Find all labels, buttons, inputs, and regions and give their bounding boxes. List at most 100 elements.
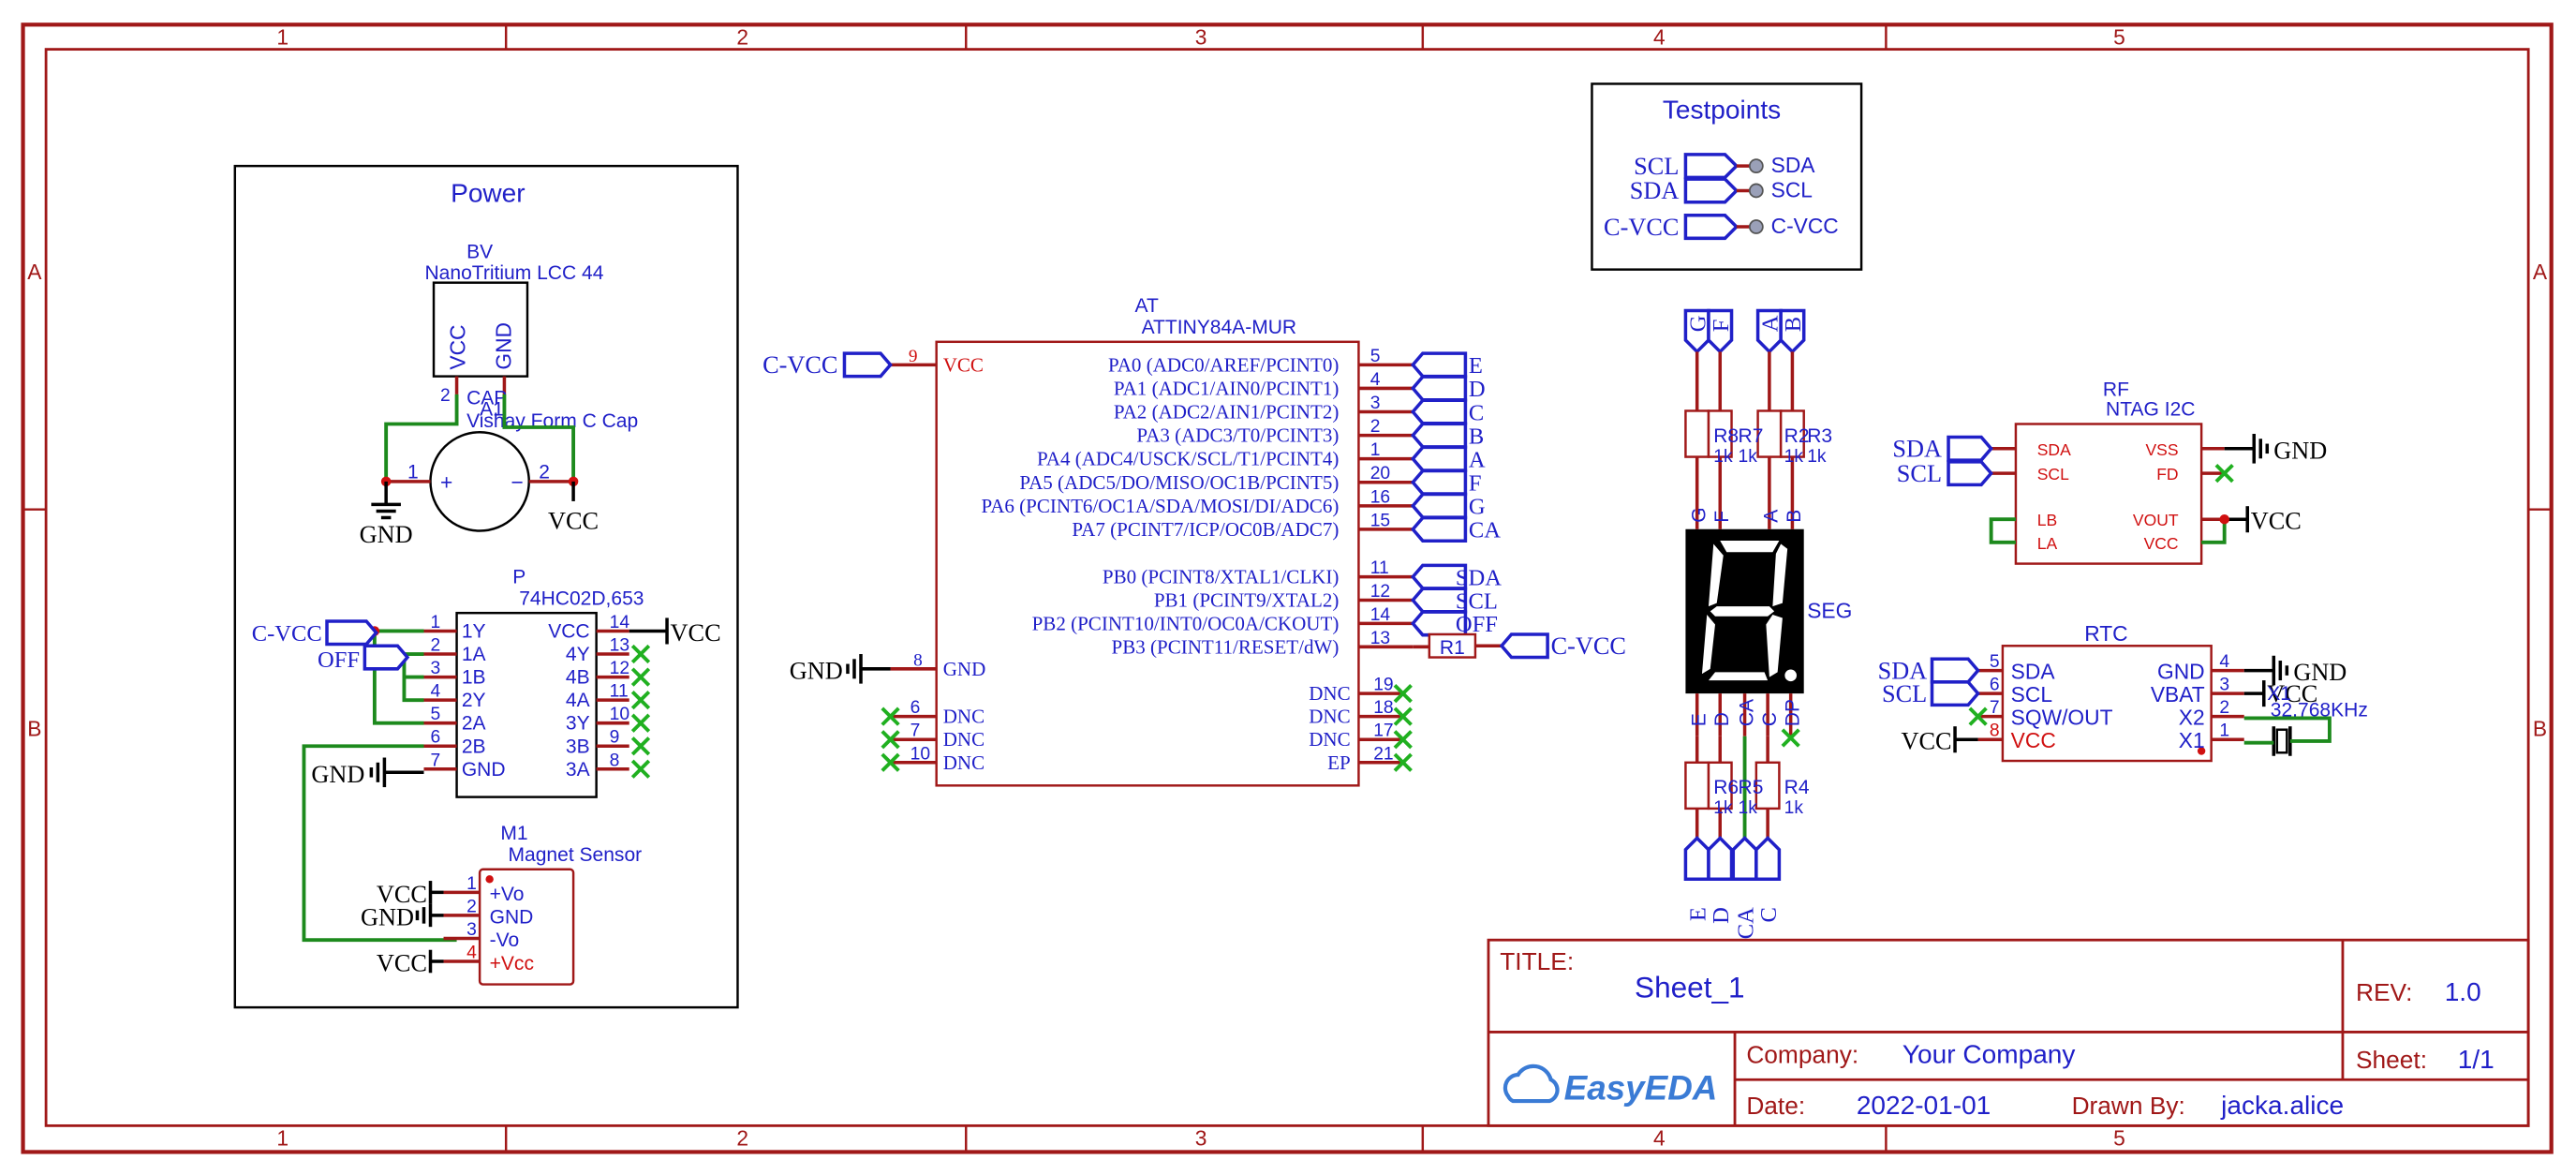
- no-connect-mark: [630, 667, 651, 687]
- rtc-pin-name: SQW/OUT: [2011, 705, 2113, 729]
- magnet-ref: M1: [500, 823, 527, 844]
- testpoint-label: SCL: [1771, 177, 1813, 201]
- mcu-pin-name: PA4 (ADC4/USCK/SCL/T1/PCINT4): [1037, 448, 1339, 470]
- bv-body: [432, 281, 529, 378]
- nfc-body: [2014, 423, 2203, 565]
- display-pin-name: CA: [1736, 699, 1757, 726]
- rtc-pin-num: 1: [2219, 721, 2229, 741]
- mcu-net-flag: [1410, 587, 1468, 614]
- no-connect-stroke: [630, 713, 651, 733]
- nor-pin-name: 4Y: [566, 644, 590, 665]
- sheet-title: Sheet_1: [1635, 971, 1745, 1004]
- mcu-pin-num: 17: [1373, 721, 1393, 741]
- mcu-pin-name: PA3 (ADC3/T0/PCINT3): [1136, 424, 1339, 447]
- nor-pin-num: 9: [610, 728, 620, 748]
- nor-off-flag: [363, 644, 410, 671]
- col-label: 2: [736, 24, 748, 49]
- no-connect-mark: [881, 752, 900, 772]
- nfc-net-label: SDA: [1892, 436, 1942, 463]
- mcu-net-label: SCL: [1456, 588, 1498, 614]
- mcu-pin-name: PA5 (ADC5/DO/MISO/OC1B/PCINT5): [1019, 471, 1339, 494]
- net-terminal: [428, 881, 444, 904]
- magnet-net-label: VCC: [377, 881, 427, 908]
- display-net-label: A: [1758, 315, 1784, 332]
- row-label: A: [2533, 260, 2548, 284]
- testpoint-label: SDA: [1771, 153, 1816, 177]
- nor-pin-name: 2A: [462, 713, 486, 735]
- mcu-pin-name: VCC: [943, 353, 984, 376]
- mcu-net-flag: [1410, 445, 1468, 472]
- rtc-pin-num: 6: [1990, 676, 2000, 695]
- rtc-pin-name: VCC: [2011, 728, 2056, 752]
- display-net-flag: [1731, 835, 1758, 882]
- nor-pin-name: 3A: [566, 759, 590, 781]
- row-label: B: [27, 717, 41, 741]
- mcu-net-label: OFF: [1456, 612, 1498, 637]
- logo-text: EasyEDA: [1564, 1068, 1718, 1107]
- display-net-flag: [1779, 308, 1806, 354]
- no-connect-stroke: [1393, 730, 1413, 750]
- bv-ref: BV: [466, 241, 493, 262]
- no-connect-stroke: [1393, 752, 1413, 772]
- col-label: 1: [276, 24, 289, 49]
- rtc-pin-num: 5: [1990, 652, 2000, 672]
- nor-off-net: OFF: [318, 647, 360, 673]
- sheet-frame: 1 2 3 4 5 1 2 3 4 5 A B A B: [21, 22, 2554, 1154]
- nor-pin-name: 3Y: [566, 713, 590, 735]
- testpoint-flag: [1683, 153, 1740, 180]
- nor-pin-name: 3B: [566, 736, 590, 757]
- rtc-pin-name: GND: [2157, 659, 2205, 683]
- crystal-ref: X1: [2267, 683, 2291, 705]
- nor-pin-num: 4: [431, 682, 441, 702]
- nor-pin-name: 2Y: [462, 690, 486, 711]
- display-net-label: F: [1709, 320, 1734, 333]
- mcu-pin-num: 10: [910, 744, 930, 764]
- mcu-pin-num: 19: [1373, 676, 1393, 695]
- col-label: 4: [1653, 1125, 1666, 1150]
- bv-pin-num: 2: [440, 386, 451, 406]
- drawn-by-value: jacka.alice: [2220, 1091, 2344, 1120]
- mcu-pin-num: 11: [1370, 558, 1389, 578]
- no-connect-mark: [1968, 706, 1988, 726]
- mcu-pin-num: 16: [1370, 487, 1390, 507]
- magnet-pin-num: 4: [466, 943, 477, 962]
- no-connect-stroke: [881, 730, 900, 750]
- mcu-net-flag: [1410, 492, 1468, 519]
- mcu-pin-num: 21: [1373, 744, 1393, 764]
- resistor-ref: R6: [1713, 777, 1739, 798]
- display-pin-name: F: [1711, 511, 1733, 523]
- col-label: 3: [1195, 24, 1207, 49]
- testpoints-title: Testpoints: [1663, 95, 1781, 124]
- mcu-pin-name: DNC: [943, 706, 985, 728]
- resistor-value: 1k: [1807, 447, 1827, 467]
- nfc-vcc-net: VCC: [2251, 508, 2302, 535]
- nor-cvcc-net: C-VCC: [252, 621, 322, 647]
- magnet-net-label: GND: [361, 903, 414, 930]
- nor-ref: P: [512, 567, 526, 588]
- nfc-pin-name: VSS: [2146, 440, 2179, 459]
- cap-vcc-net: VCC: [548, 508, 599, 535]
- r1-ref: R1: [1440, 637, 1465, 659]
- nor-pin-num: 10: [610, 705, 629, 724]
- magnet-pin-num: 3: [466, 920, 477, 940]
- magnet-body: [478, 868, 575, 986]
- no-connect-stroke: [630, 759, 651, 779]
- resistor-value: 1k: [1713, 447, 1733, 467]
- nor-pin-name: 1B: [462, 667, 486, 689]
- nor-pin-name: 1Y: [462, 620, 486, 642]
- no-connect-mark: [1393, 706, 1413, 726]
- mcu-pin-num: 20: [1370, 464, 1390, 483]
- mcu-net-label: A: [1469, 447, 1486, 472]
- no-connect-stroke: [881, 706, 900, 726]
- rtc-pin-name: X2: [2179, 705, 2205, 729]
- display-net-label: G: [1685, 316, 1710, 333]
- mcu-pin-name: DNC: [943, 751, 985, 774]
- magnet-net-label: VCC: [377, 950, 427, 977]
- no-connect-stroke: [881, 752, 900, 772]
- nor-pin-num: 6: [431, 728, 441, 748]
- no-connect-stroke: [1393, 706, 1413, 726]
- testpoint-pad: [1748, 183, 1764, 199]
- mcu-cvcc-net: C-VCC: [762, 351, 837, 379]
